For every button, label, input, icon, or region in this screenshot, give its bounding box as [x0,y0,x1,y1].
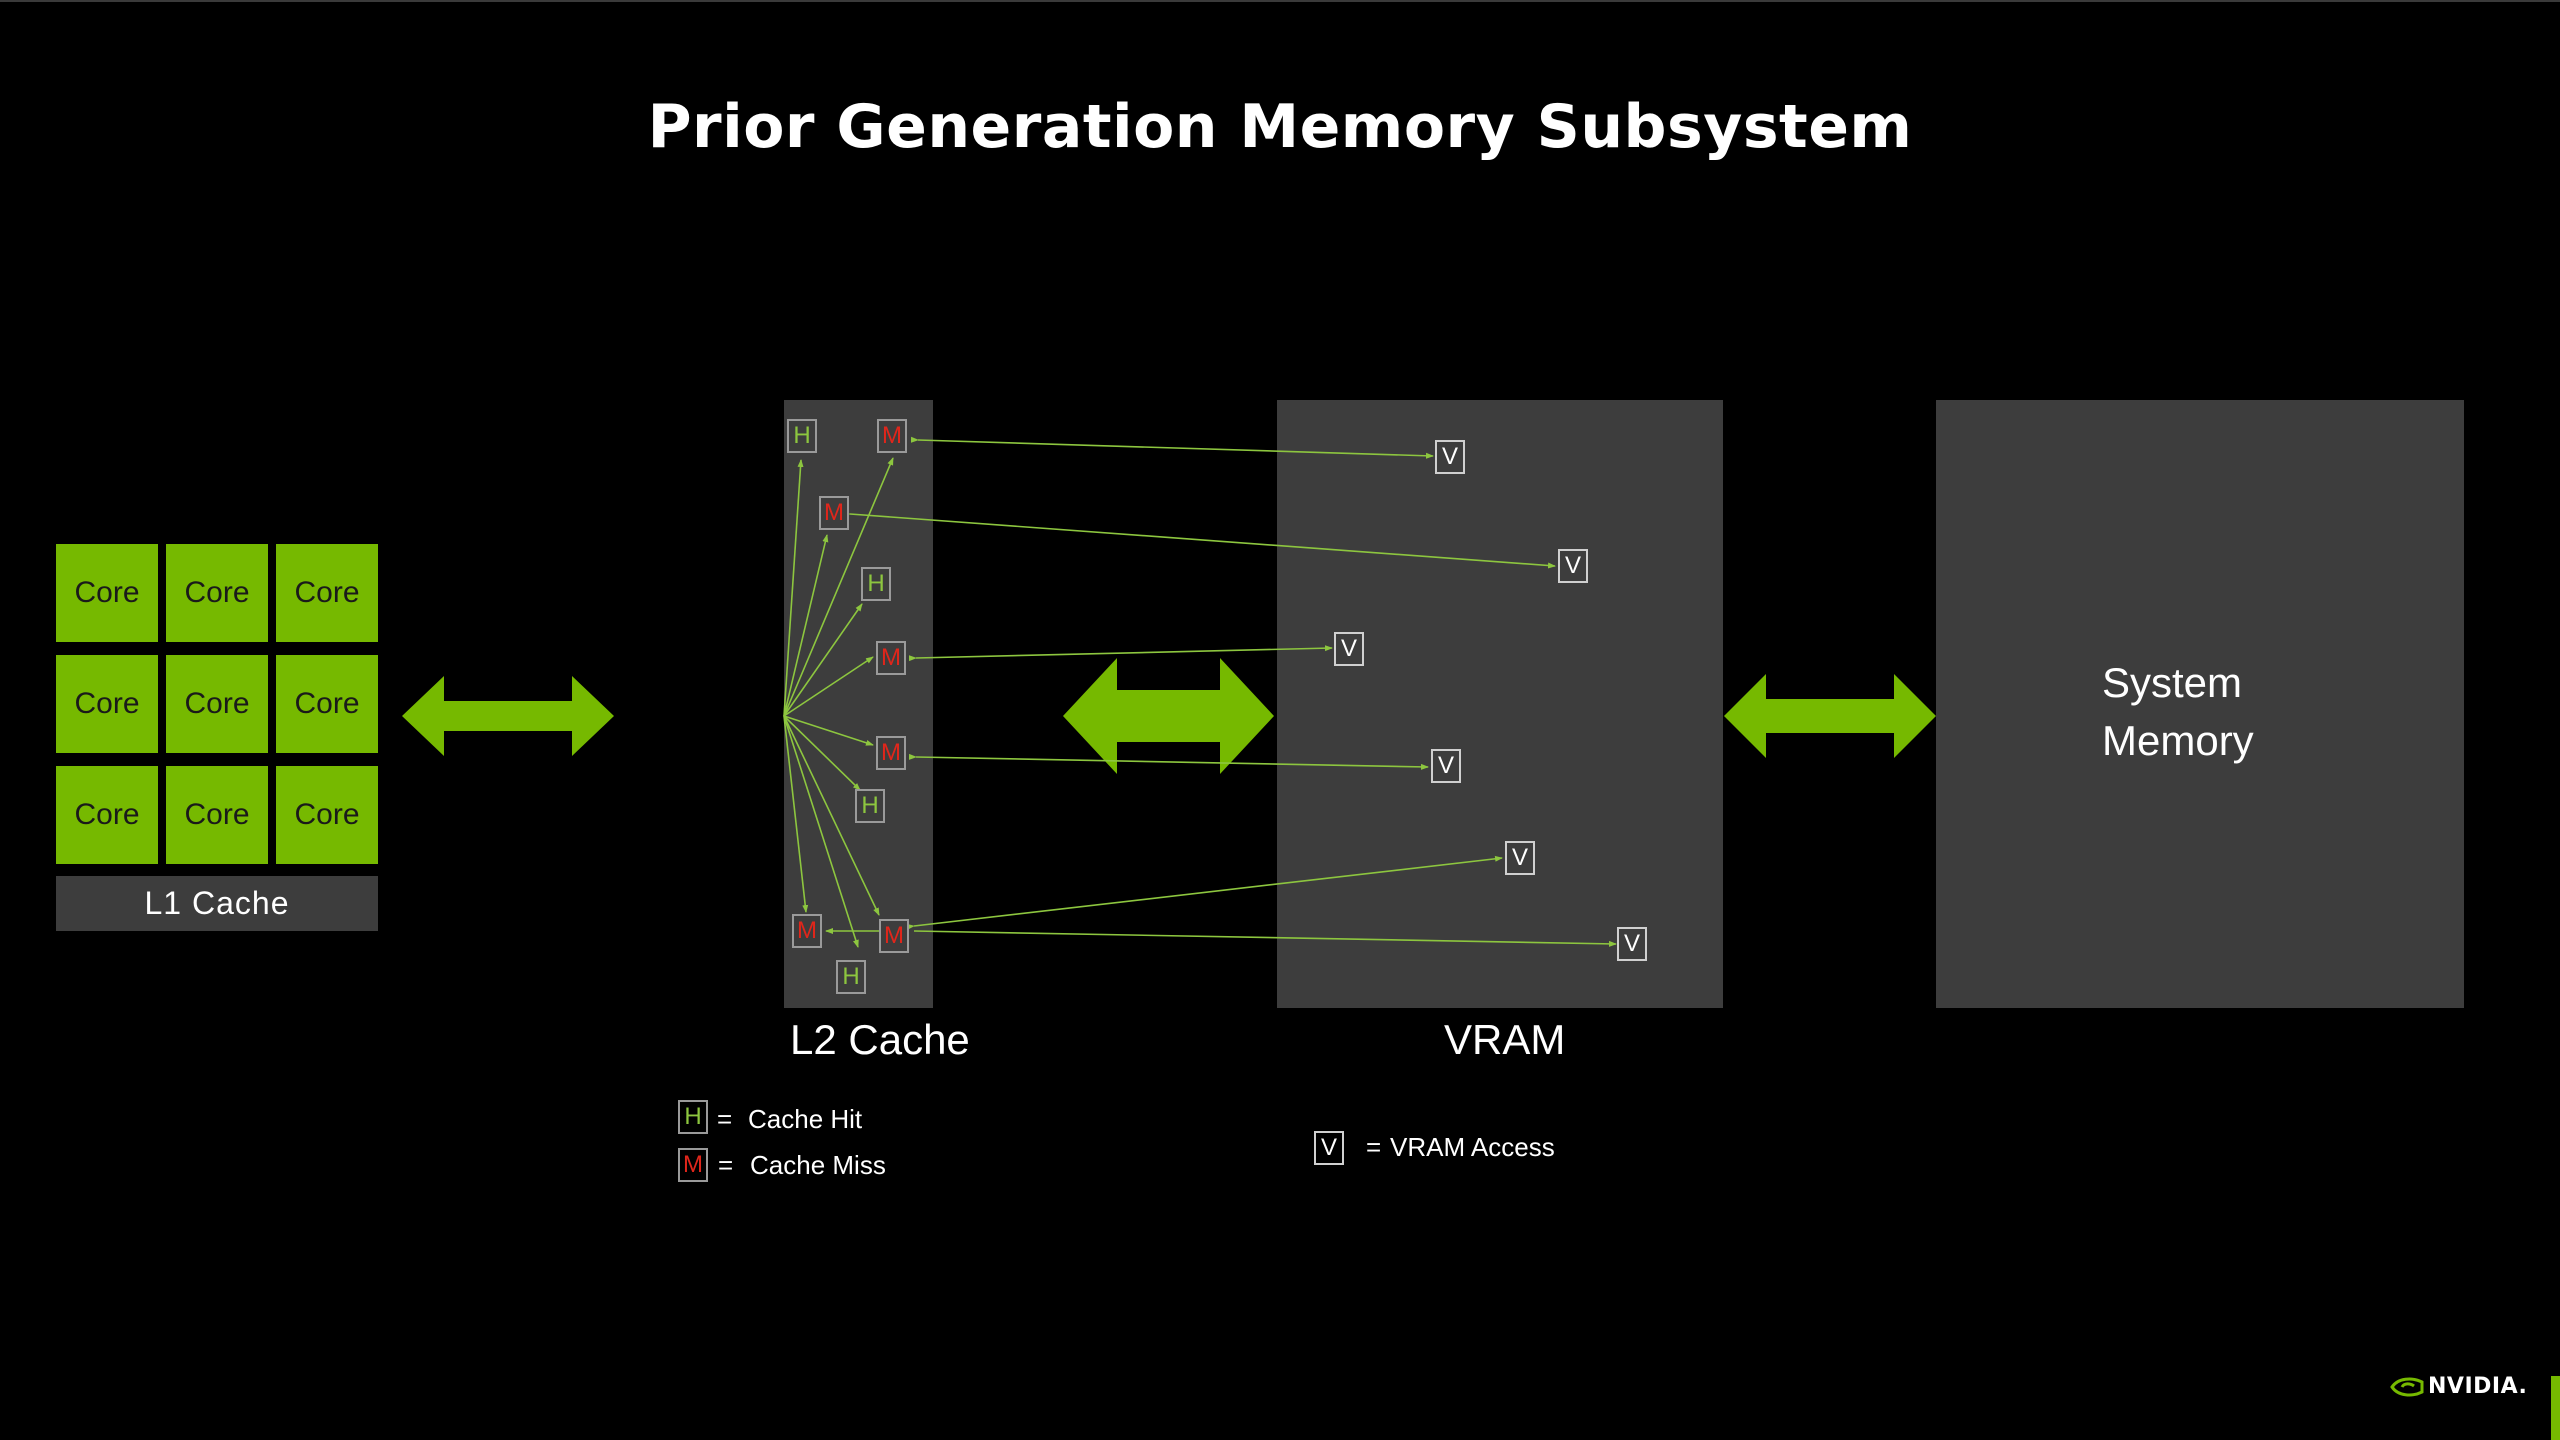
cache-hit-box: H [855,789,885,823]
core-tile: Core [56,655,158,753]
core-tile: Core [56,544,158,642]
core-tile: Core [166,766,268,864]
core-tile: Core [276,655,378,753]
system-memory-label: System Memory [2102,654,2254,770]
cache-miss-box: M [819,496,849,530]
cache-miss-box: M [877,419,907,453]
slide-title: Prior Generation Memory Subsystem [647,92,1913,162]
core-l2-double-arrow [402,676,614,756]
system-memory-line2: Memory [2102,717,2254,764]
legend-hit-equals: = [717,1104,733,1134]
core-grid: Core Core Core Core Core Core Core Core … [56,544,379,864]
legend-miss-text: Cache Miss [750,1150,886,1180]
l2-cache-label: L2 Cache [790,1016,970,1063]
vram-access-box: V [1431,749,1461,783]
corner-accent-bar [2551,1376,2560,1440]
vram-access-box: V [1617,927,1647,961]
nvidia-eye-icon [2390,1377,2424,1396]
system-memory-line1: System [2102,659,2243,706]
core-tile: Core [56,766,158,864]
system-memory-panel [1936,400,2464,1008]
miss-to-vram-lines [825,436,1617,947]
legend-vram-text: VRAM Access [1390,1132,1555,1162]
vram-label: VRAM [1444,1016,1566,1063]
legend-hit-box: H [678,1100,708,1134]
l2-vram-double-arrow [1063,658,1274,774]
nvidia-wordmark: NVIDIA. [2428,1374,2528,1399]
cache-miss-box: M [876,736,906,770]
l1-cache-bar: L1 Cache [56,876,378,931]
core-tile: Core [166,655,268,753]
l2-fan-lines [783,457,894,948]
nvidia-logo: NVIDIA. [2390,1374,2527,1399]
legend-miss-equals: = [718,1150,734,1180]
core-tile: Core [276,544,378,642]
cache-hit-box: H [836,960,866,994]
legend-vram-equals: = [1366,1132,1382,1162]
vram-sysmem-double-arrow [1724,674,1936,758]
top-border [0,0,2560,2]
vram-access-box: V [1435,440,1465,474]
legend-miss-box: M [678,1148,708,1182]
cache-miss-box: M [792,914,822,948]
cache-hit-box: H [861,567,891,601]
core-tile: Core [166,544,268,642]
cache-miss-box: M [876,641,906,675]
core-tile: Core [276,766,378,864]
vram-access-box: V [1334,632,1364,666]
cache-hit-box: H [787,419,817,453]
vram-access-box: V [1558,549,1588,583]
vram-access-box: V [1505,841,1535,875]
cache-miss-box: M [879,919,909,953]
legend-hit-text: Cache Hit [748,1104,863,1134]
legend-vram-box: V [1314,1131,1344,1165]
